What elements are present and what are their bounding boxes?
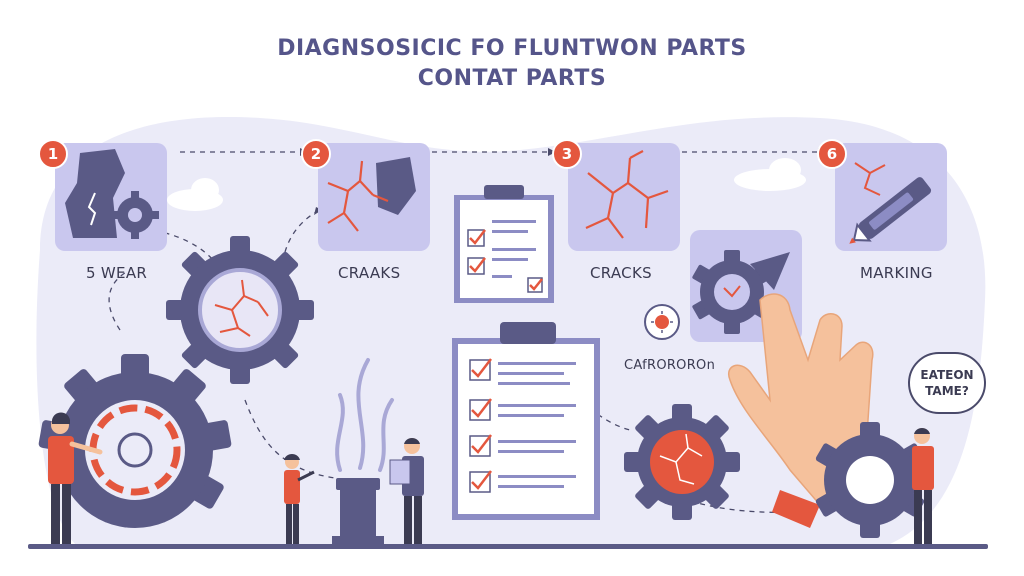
step-badge-6: 6 (817, 139, 847, 169)
speech-bubble-line-1: EATEON (920, 368, 974, 382)
steam-icon (335, 358, 394, 472)
step-badge-2: 2 (301, 139, 331, 169)
step-label-marking: MARKING (860, 264, 933, 282)
card-bg-craaks (318, 143, 430, 251)
ground-line (28, 544, 988, 549)
clipboard-small (454, 185, 554, 303)
cracked-part-icon (327, 157, 416, 232)
corroded-gear-icon (624, 404, 740, 520)
step-badge-1: 1 (38, 139, 68, 169)
machine-icon (332, 478, 384, 546)
title-line-2: CONTAT PARTS (417, 66, 607, 91)
speech-bubble: EATEON TAME? (908, 352, 986, 414)
person-inspector-left (48, 412, 103, 544)
card-bg-cracks (568, 143, 680, 251)
cracked-gear-center (166, 236, 314, 384)
cloud-icon (167, 158, 806, 211)
step-label-wear: 5 WEAR (86, 264, 148, 282)
corrosion-icon (644, 304, 680, 340)
marker-pen-icon (849, 162, 932, 244)
person-writer-center (284, 454, 315, 544)
crack-lines-icon (585, 150, 669, 239)
step-badge-3: 3 (552, 139, 582, 169)
card-bg-marking (835, 143, 947, 251)
worn-part-gear-icon (65, 149, 159, 239)
person-reader-center (389, 438, 424, 544)
corrosion-label: CAfROROROn (624, 358, 716, 373)
person-mechanic-right (912, 428, 934, 544)
step-card-wear (55, 143, 167, 251)
step-label-cracks: CRACKS (590, 264, 652, 282)
title-line-1: DIAGNSOSICIC FO FLUNTWON PARTS (277, 36, 747, 61)
clipboard-large (452, 322, 600, 520)
step-label-craaks: CRAAKS (338, 264, 401, 282)
speech-bubble-line-2: TAME? (925, 384, 969, 398)
large-gear-left (38, 354, 232, 528)
